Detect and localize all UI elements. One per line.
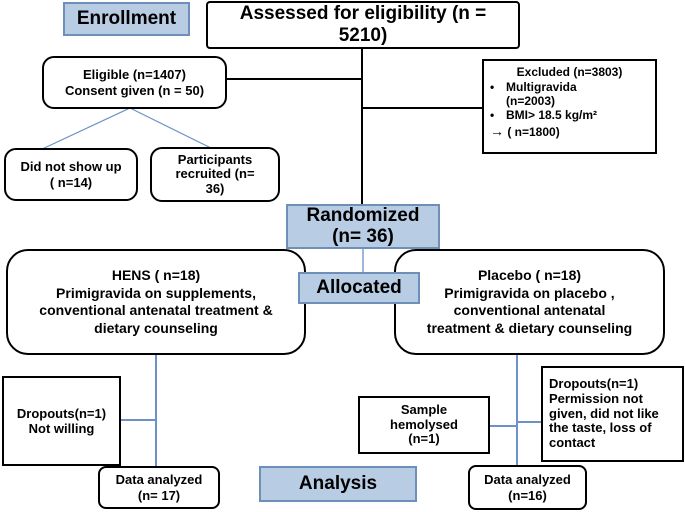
hens-line-2: Primigravida on supplements,: [56, 284, 256, 301]
dropouts-right-title: Dropouts(n=1): [549, 375, 639, 391]
arrow-right-icon: →: [490, 122, 504, 139]
sample-line-2: hemolysed: [390, 416, 458, 432]
placebo-line-4: treatment & dietary counseling: [426, 319, 633, 336]
placebo-title: Placebo ( n=18): [477, 267, 582, 283]
randomized-count: (n= 36): [332, 225, 394, 247]
dropouts-left-reason: Not willing: [28, 421, 95, 436]
recruited-box: Participants recruited (n= 36): [150, 147, 280, 202]
allocated-text: Allocated: [316, 277, 402, 298]
data-left-line-1: Data analyzed: [115, 472, 203, 488]
data-right-line-1: Data analyzed: [484, 472, 571, 488]
allocated-stage-label: Allocated: [298, 272, 420, 304]
excluded-title: Excluded (n=3803): [516, 65, 623, 79]
line-branch-eligible: [226, 78, 362, 80]
eligible-line-1: Eligible (n=1407): [83, 67, 186, 83]
excluded-reasons-list: • Multigravida (n=2003) • BMI> 18.5 kg/m²: [490, 80, 606, 122]
bullet: •: [490, 80, 495, 95]
sample-line-1: Sample: [400, 401, 448, 417]
line-placebo-down: [516, 355, 518, 467]
line-assessed-to-randomized: [361, 48, 363, 206]
randomized-text: Randomized: [306, 204, 420, 226]
dropouts-left-box: Dropouts(n=1) Not willing: [2, 376, 121, 466]
sample-line-3: (n=1): [408, 431, 440, 447]
line-dropouts-left-branch: [121, 419, 156, 421]
dropouts-right-line-4: the taste, loss of: [549, 420, 652, 436]
enrollment-stage-label: Enrollment: [63, 2, 190, 36]
eligible-box: Eligible (n=1407) Consent given (n = 50): [42, 56, 227, 109]
dropouts-right-line-5: contact: [549, 435, 596, 451]
data-analyzed-left-box: Data analyzed (n= 17): [98, 466, 220, 509]
line-dropouts-right-branch: [516, 421, 541, 423]
hens-arm-box: HENS ( n=18) Primigravida on supplements…: [6, 249, 306, 355]
randomized-stage-label: Randomized (n= 36): [286, 204, 440, 249]
assessed-line-2: 5210): [338, 25, 388, 46]
analysis-text: Analysis: [298, 473, 378, 494]
placebo-arm-box: Placebo ( n=18) Primigravida on placebo …: [394, 249, 665, 355]
line-randomized-to-allocated: [362, 247, 364, 273]
line-branch-excluded: [362, 107, 482, 109]
recruited-line-3: 36): [205, 180, 225, 196]
line-eligible-to-did-not-show: [39, 107, 131, 151]
excluded-reason-text: BMI> 18.5 kg/m²: [506, 108, 598, 123]
excluded-reason-text: Multigravida (n=2003): [506, 80, 577, 109]
excluded-reason: • BMI> 18.5 kg/m²: [490, 108, 606, 122]
excluded-extra-row: → ( n=1800): [490, 123, 560, 140]
dropouts-right-line-3: given, did not like: [549, 405, 659, 421]
sample-hemolysed-box: Sample hemolysed (n=1): [358, 396, 490, 454]
hens-line-3: conventional antenatal treatment &: [39, 302, 273, 318]
placebo-line-2: Primigravida on placebo ,: [444, 284, 615, 301]
recruited-line-1: Participants: [177, 152, 253, 168]
assessed-box: Assessed for eligibility (n = 5210): [206, 1, 520, 49]
did-not-show-line-2: ( n=14): [49, 174, 93, 190]
dropouts-right-box: Dropouts(n=1) Permission not given, did …: [541, 366, 684, 462]
data-analyzed-right-box: Data analyzed (n=16): [468, 465, 587, 510]
dropouts-left-title: Dropouts(n=1): [16, 405, 107, 421]
data-left-line-2: (n= 17): [137, 487, 181, 503]
line-sample-branch: [490, 425, 516, 427]
dropouts-right-line-2: Permission not: [549, 390, 643, 406]
analysis-stage-label: Analysis: [259, 466, 417, 502]
bullet: •: [490, 108, 495, 123]
hens-title: HENS ( n=18): [111, 267, 201, 283]
recruited-line-2: recruited (n=: [175, 166, 255, 182]
hens-line-4: dietary counseling: [94, 319, 218, 336]
enrollment-text: Enrollment: [76, 8, 177, 29]
data-right-line-2: (n=16): [508, 487, 547, 503]
excluded-extra: ( n=1800): [507, 124, 560, 139]
excluded-box: Excluded (n=3803) • Multigravida (n=2003)…: [482, 59, 657, 154]
eligible-line-2: Consent given (n = 50): [64, 82, 205, 98]
did-not-show-box: Did not show up ( n=14): [4, 148, 138, 201]
line-hens-down: [155, 355, 157, 468]
placebo-line-3: conventional antenatal: [453, 302, 606, 318]
assessed-line-1: Assessed for eligibility (n =: [239, 2, 487, 24]
line-eligible-to-recruited: [129, 107, 216, 151]
excluded-reason: • Multigravida (n=2003): [490, 80, 606, 108]
did-not-show-line-1: Did not show up: [20, 159, 122, 175]
